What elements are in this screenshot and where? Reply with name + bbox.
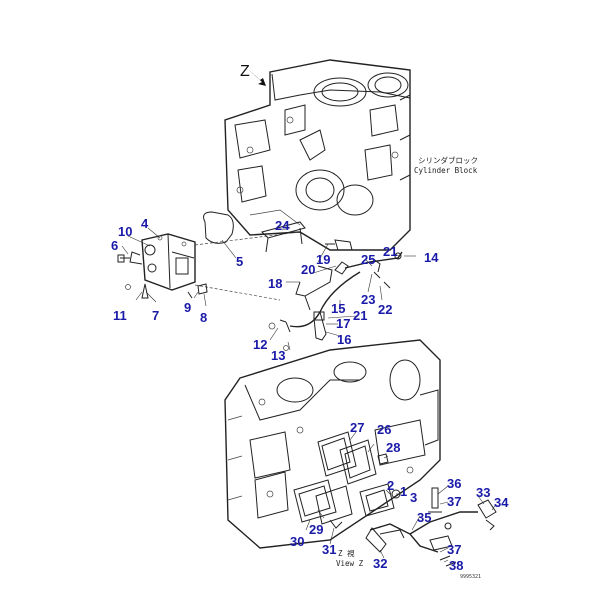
callout-33: 33 bbox=[476, 485, 490, 500]
callout-8: 8 bbox=[200, 310, 207, 325]
callout-35: 35 bbox=[417, 510, 431, 525]
callout-7: 7 bbox=[152, 308, 159, 323]
callout-24: 24 bbox=[275, 218, 290, 233]
gasket-part bbox=[203, 211, 234, 244]
callout-22: 22 bbox=[378, 302, 392, 317]
callout-30: 30 bbox=[290, 534, 304, 549]
callout-29: 29 bbox=[309, 522, 323, 537]
callout-5: 5 bbox=[236, 254, 243, 269]
callout-12: 12 bbox=[253, 337, 267, 352]
cylinder-block-upper bbox=[224, 59, 411, 251]
callout-31: 31 bbox=[322, 542, 336, 557]
callout-17: 17 bbox=[336, 316, 350, 331]
callout-15: 15 bbox=[331, 301, 345, 316]
callout-13: 13 bbox=[271, 348, 285, 363]
callout-6: 6 bbox=[111, 238, 118, 253]
pump-assembly bbox=[117, 233, 208, 299]
callout-1: 1 bbox=[400, 484, 407, 499]
callout-36: 36 bbox=[447, 476, 461, 491]
cylinder-block-lower bbox=[224, 339, 441, 549]
callout-37: 37 bbox=[447, 494, 461, 509]
leader-lines bbox=[121, 227, 497, 563]
block-label-en: Cylinder Block bbox=[414, 166, 478, 175]
callout-32: 32 bbox=[373, 556, 387, 571]
callout-26: 26 bbox=[377, 422, 391, 437]
figure-code: 9995321 bbox=[460, 574, 481, 580]
callout-14: 14 bbox=[424, 250, 439, 265]
block-label-jp: シリンダブロック bbox=[418, 155, 478, 165]
callout-3: 3 bbox=[410, 490, 417, 505]
callout-10: 10 bbox=[118, 224, 132, 239]
lower-pipe-assembly bbox=[365, 487, 497, 567]
pipes-brackets bbox=[261, 221, 403, 351]
callout-21: 21 bbox=[383, 244, 397, 259]
callout-34: 34 bbox=[494, 495, 509, 510]
callout-25: 25 bbox=[361, 252, 375, 267]
view-arrow-icon bbox=[249, 70, 266, 86]
view-marker-z: Z bbox=[240, 63, 250, 80]
view-label-en: View Z bbox=[336, 559, 364, 568]
callout-20: 20 bbox=[301, 262, 315, 277]
cover-plates bbox=[293, 431, 401, 529]
callout-19: 19 bbox=[316, 252, 330, 267]
callout-4: 4 bbox=[141, 216, 149, 231]
callout-16: 16 bbox=[337, 332, 351, 347]
view-label-jp: Z 視 bbox=[338, 549, 355, 558]
callout-38: 38 bbox=[449, 558, 463, 573]
callout-2: 2 bbox=[387, 478, 394, 493]
callout-9: 9 bbox=[184, 300, 191, 315]
callout-27: 27 bbox=[350, 420, 364, 435]
callout-23: 23 bbox=[361, 292, 375, 307]
callout-18: 18 bbox=[268, 276, 282, 291]
callout-28: 28 bbox=[386, 440, 400, 455]
callout-37: 37 bbox=[447, 542, 461, 557]
callout-21: 21 bbox=[353, 308, 367, 323]
callout-11: 11 bbox=[113, 308, 127, 323]
